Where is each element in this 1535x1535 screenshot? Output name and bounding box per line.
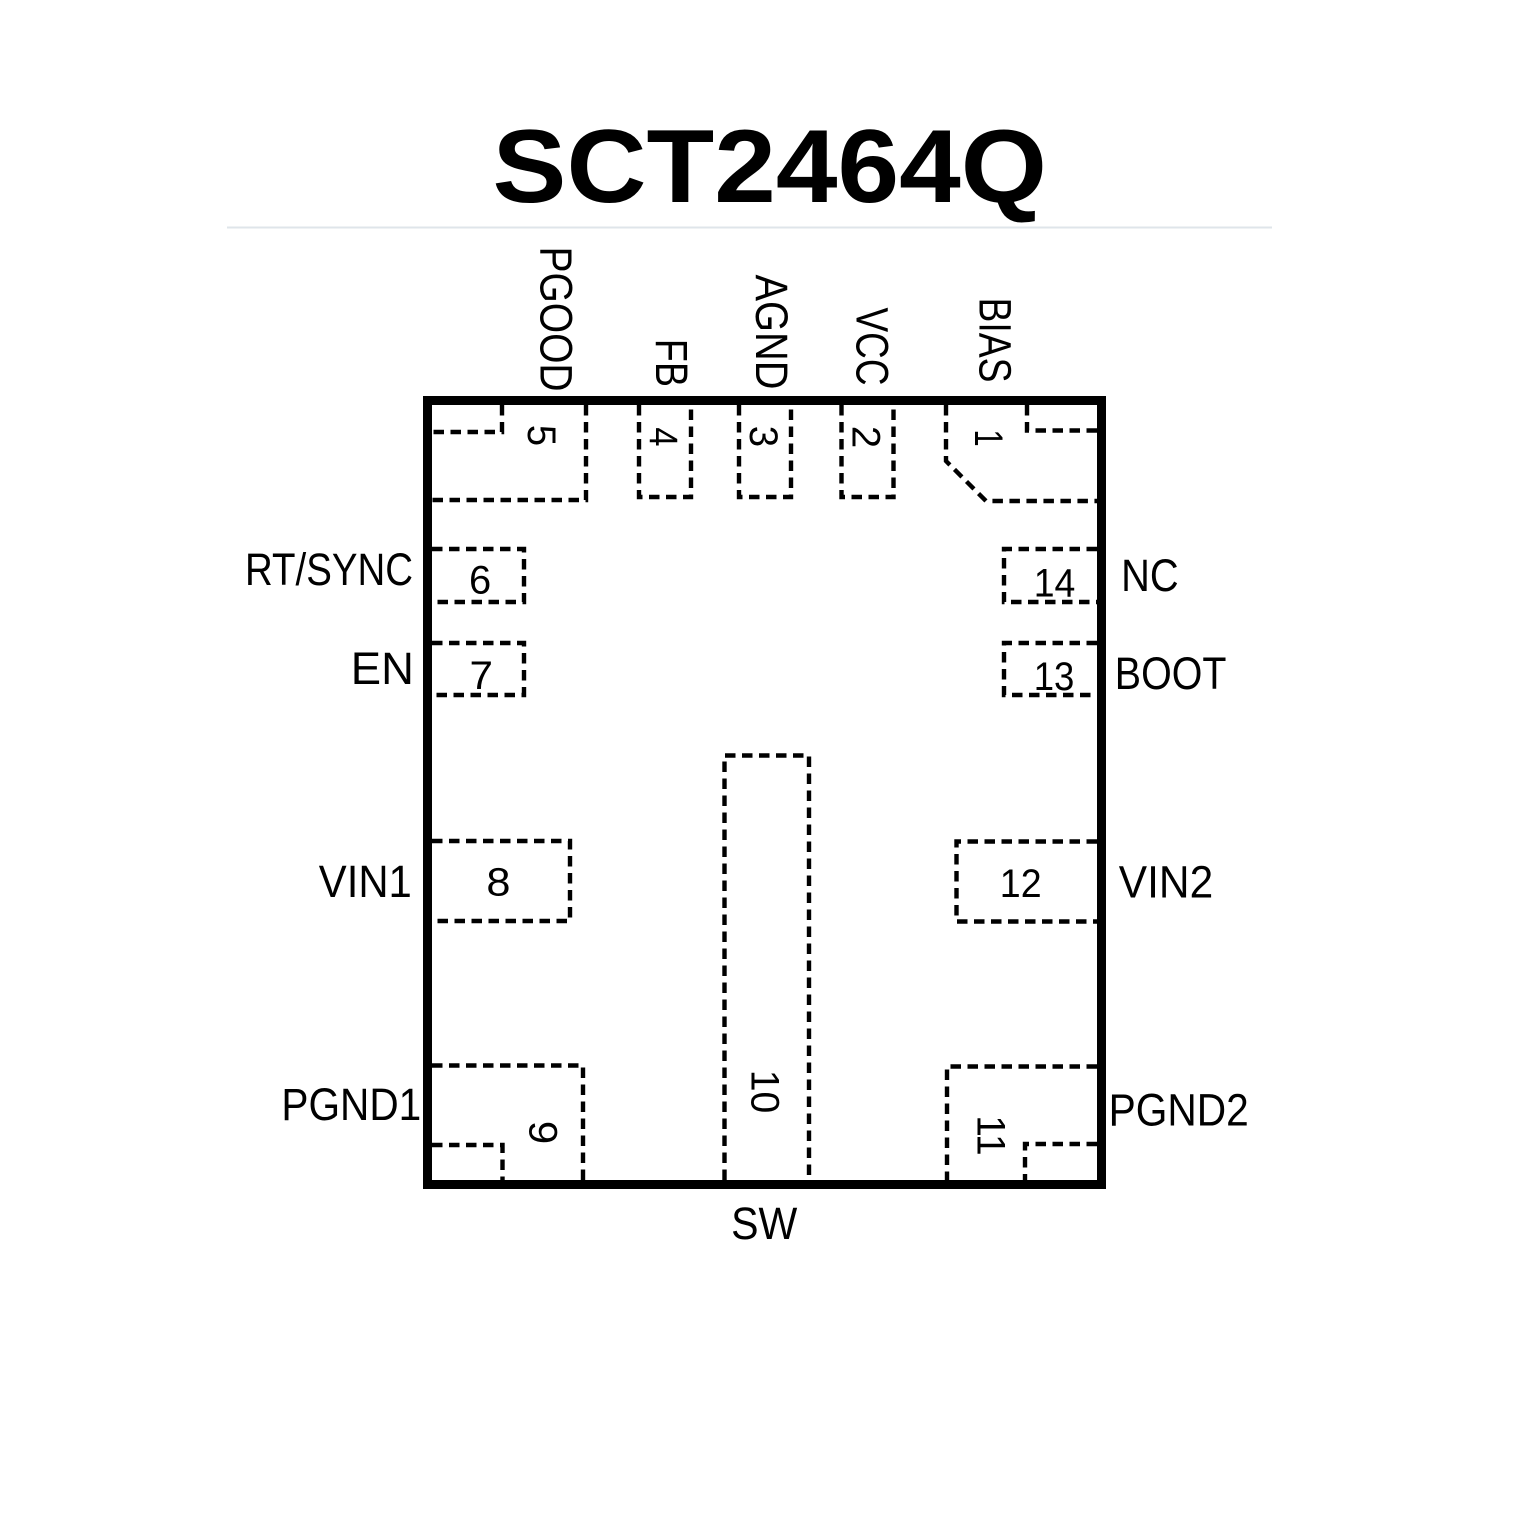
pin-name-en: EN [351, 643, 414, 694]
pad-pin-12: 12 VIN2 [954, 839, 1213, 924]
pad-pin-5: 5 PGOOD [432, 247, 589, 503]
pad-pin-9: 9 PGND1 [281, 1063, 586, 1180]
pad-pin-8: 8 VIN1 [319, 838, 573, 924]
pin-number-4: 4 [641, 427, 685, 446]
pin-name-pgood: PGOOD [531, 247, 582, 392]
pin-number-11: 11 [969, 1115, 1013, 1156]
pad-2-outline [839, 405, 896, 500]
pin-number-2: 2 [843, 426, 887, 449]
pin-name-vin1: VIN1 [319, 856, 412, 907]
pin-name-bias: BIAS [970, 298, 1021, 383]
pin-name-boot: BOOT [1115, 648, 1227, 699]
pad-8-outline [432, 838, 573, 924]
package-outline [423, 396, 1106, 1189]
pin-number-8: 8 [486, 861, 510, 905]
pad-pin-10: 10 SW [722, 753, 812, 1249]
pad-3-outline [736, 405, 794, 500]
pin-number-7: 7 [470, 654, 494, 698]
pad-14-outline [1001, 546, 1097, 605]
pad-pin-4: 4 FB [636, 339, 697, 500]
pin-name-agnd: AGND [746, 275, 797, 390]
pad-11-outline [944, 1064, 1097, 1180]
pad-5-outline [432, 405, 589, 503]
pad-10-outline [722, 753, 812, 1180]
pin-number-1: 1 [966, 429, 1010, 446]
pin-number-6: 6 [469, 559, 491, 603]
pad-pin-6: 6 RT/SYNC [245, 544, 527, 605]
pin-number-3: 3 [741, 426, 785, 447]
pad-pin-7: 7 EN [351, 640, 527, 698]
pin-number-5: 5 [519, 425, 563, 446]
pin-name-rt-sync: RT/SYNC [245, 544, 413, 595]
pin-number-9: 9 [521, 1121, 565, 1145]
pad-pin-3: 3 AGND [736, 275, 797, 500]
pin-name-sw: SW [731, 1198, 798, 1249]
pad-pin-13: 13 BOOT [1001, 640, 1227, 699]
pin-number-10: 10 [743, 1070, 787, 1114]
pin-number-12: 12 [1000, 862, 1042, 906]
pin-name-vcc: VCC [847, 308, 898, 386]
pad-13-outline [1001, 640, 1097, 698]
pad-12-outline [954, 839, 1097, 924]
pin-name-vin2: VIN2 [1119, 857, 1213, 908]
pad-pin-11: 11 PGND2 [944, 1064, 1249, 1180]
pad-6-outline [432, 546, 527, 605]
pin-name-pgnd2: PGND2 [1109, 1085, 1249, 1136]
pad-4-outline [636, 405, 694, 500]
pin-name-fb: FB [646, 339, 697, 387]
pad-pin-14: 14 NC [1001, 546, 1179, 606]
pad-9-outline [432, 1063, 586, 1180]
pad-pin-2: 2 VCC [839, 308, 898, 500]
pad-pin-1: 1 BIAS [943, 298, 1097, 504]
pad-1-outline [943, 405, 1097, 504]
page-title: SCT2464Q [493, 109, 1047, 225]
pin-name-nc: NC [1121, 550, 1179, 601]
pin-number-14: 14 [1034, 562, 1076, 606]
pad-7-outline [432, 640, 527, 698]
pin-name-pgnd1: PGND1 [281, 1079, 421, 1130]
pin-number-13: 13 [1034, 655, 1075, 699]
